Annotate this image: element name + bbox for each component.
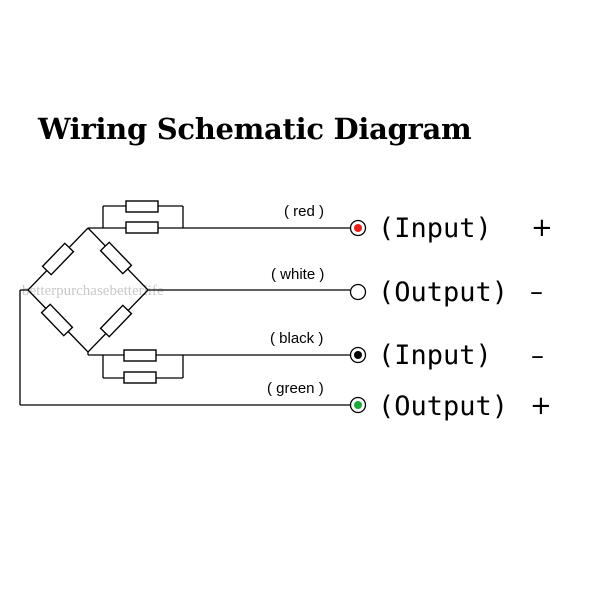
top-compensation-network (88, 200, 350, 234)
resistor-bottom-lower (123, 371, 157, 384)
wire-label-black: ( black ) (270, 330, 323, 347)
polarity-sign-black: – (531, 341, 544, 371)
resistor-bridge-top-left (41, 242, 75, 276)
terminal-label-white: (Output) (378, 277, 508, 308)
wire-label-red: ( red ) (284, 203, 324, 220)
resistor-bridge-bottom-right (99, 304, 133, 338)
wire-label-green: ( green ) (267, 380, 324, 397)
terminal-dot-black (354, 351, 362, 359)
terminal-black (349, 346, 367, 364)
page-title: Wiring Schematic Diagram (38, 112, 472, 146)
polarity-sign-white: – (530, 277, 543, 307)
resistor-bottom-upper (123, 349, 157, 362)
resistor-top-upper (125, 200, 159, 213)
polarity-sign-green: + (530, 391, 552, 421)
terminal-white (349, 283, 367, 301)
terminal-dot-green (354, 401, 362, 409)
polarity-sign-red: + (531, 213, 553, 243)
terminal-dot-red (354, 224, 362, 232)
resistor-bridge-top-right (99, 241, 133, 275)
resistor-bridge-bottom-left (40, 303, 74, 337)
terminal-red (349, 219, 367, 237)
green-wire-path (19, 289, 350, 406)
terminal-label-black: (Input) (378, 340, 492, 371)
terminal-dot-white (354, 288, 362, 296)
terminal-label-green: (Output) (378, 391, 508, 422)
watermark-text: betterpurchasebetterlife (22, 283, 164, 299)
bottom-compensation-network (87, 349, 350, 384)
wire-label-white: ( white ) (271, 266, 324, 283)
terminal-label-red: (Input) (378, 213, 492, 244)
resistor-top-lower (125, 221, 159, 234)
terminal-green (349, 396, 367, 414)
bridge-resistors (40, 241, 133, 338)
